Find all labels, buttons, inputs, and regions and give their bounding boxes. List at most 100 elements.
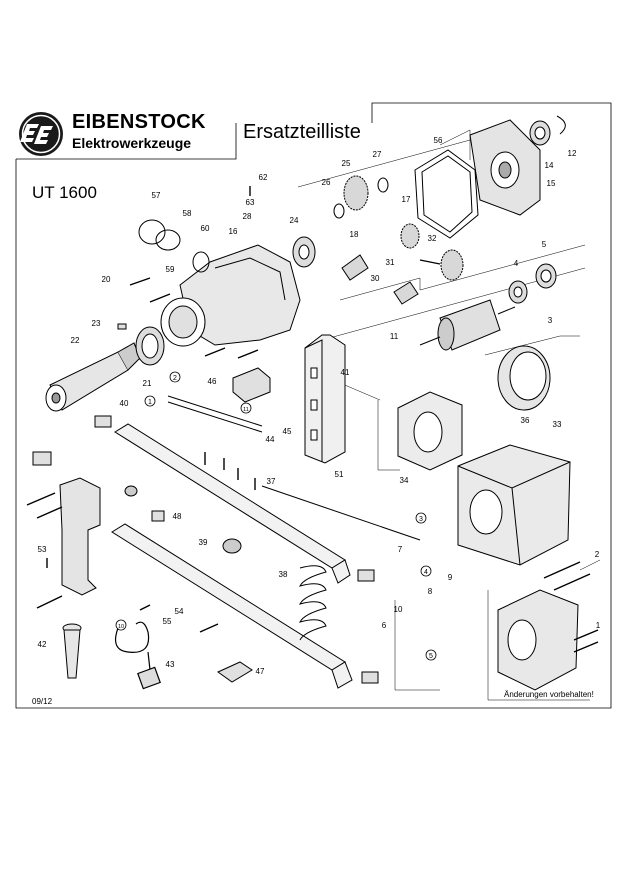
brand-name: EIBENSTOCK [72,111,206,133]
part-label-42: 42 [38,640,47,649]
part-label-41: 41 [341,368,350,377]
circled-label-2: 2 [173,375,177,382]
part-label-45: 45 [283,427,292,436]
circled-label-4: 4 [424,569,428,576]
part-label-26: 26 [322,178,331,187]
circled-marker-1 [144,395,156,407]
part-label-54: 54 [175,607,184,616]
part-label-59: 59 [166,265,175,274]
part-label-20: 20 [102,275,111,284]
part-label-17: 17 [402,195,411,204]
part-label-40: 40 [120,399,129,408]
part-label-14: 14 [545,161,554,170]
part-number-labels: 1234567891011121415161718202122232425262… [38,136,601,676]
print-date: 09/12 [32,697,53,706]
circled-label-1: 1 [148,399,152,406]
small-parts [32,323,379,684]
part-label-25: 25 [342,159,351,168]
bearing-ring-part [135,326,165,366]
circled-label-11: 11 [243,407,249,413]
circled-label-5: 5 [429,653,433,660]
part-label-60: 60 [201,224,210,233]
page-title: Ersatzteilliste [243,121,361,143]
brand-subtitle: Elektrowerkzeuge [72,135,192,151]
gearbox-housing-part [160,244,301,347]
part-label-39: 39 [199,538,208,547]
part-label-16: 16 [229,227,238,236]
part-label-48: 48 [173,512,182,521]
part-label-2: 2 [595,550,600,559]
part-label-33: 33 [553,420,562,429]
part-label-58: 58 [183,209,192,218]
part-label-62: 62 [259,173,268,182]
part-label-63: 63 [246,198,255,207]
part-label-56: 56 [434,136,443,145]
stator-part [397,391,463,471]
part-label-28: 28 [243,212,252,221]
part-label-27: 27 [373,150,382,159]
circled-marker-11 [240,402,252,414]
part-label-46: 46 [208,377,217,386]
spindle-part [45,342,141,412]
spring-part [299,565,327,641]
flange-part [469,119,541,216]
washers [124,115,566,554]
circled-marker-3 [415,512,427,524]
part-label-38: 38 [279,570,288,579]
motor-housing-part [457,444,571,566]
part-label-1: 1 [596,621,601,630]
model-name: UT 1600 [32,183,97,202]
gears [341,175,464,305]
circled-marker-5 [425,649,437,661]
grip-part [59,477,101,596]
disclaimer-note: Änderungen vorbehalten! [504,690,594,699]
part-label-24: 24 [290,216,299,225]
part-label-43: 43 [166,660,175,669]
part-label-51: 51 [335,470,344,479]
part-label-12: 12 [568,149,577,158]
fan-ring-part [497,345,551,411]
part-label-37: 37 [267,477,276,486]
part-label-34: 34 [400,476,409,485]
part-label-6: 6 [382,621,387,630]
part-label-31: 31 [386,258,395,267]
part-label-4: 4 [514,259,519,268]
wires [167,395,421,541]
part-label-36: 36 [521,416,530,425]
part-label-3: 3 [548,316,553,325]
armature-part [419,299,516,351]
part-label-5: 5 [542,240,547,249]
circled-label-10: 10 [118,624,124,630]
screws [26,186,599,653]
handle-frame-part [111,423,353,689]
side-handle-part [62,623,82,679]
frame-lines [15,102,612,709]
part-label-18: 18 [350,230,359,239]
motor-cover-part [497,589,579,691]
circled-marker-2 [169,371,181,383]
part-label-23: 23 [92,319,101,328]
part-label-15: 15 [547,179,556,188]
part-label-47: 47 [256,667,265,676]
part-label-11: 11 [390,332,399,341]
part-label-30: 30 [371,274,380,283]
part-label-21: 21 [143,379,152,388]
part-label-57: 57 [152,191,161,200]
bearings [292,120,557,304]
part-label-22: 22 [71,336,80,345]
part-label-53: 53 [38,545,47,554]
part-label-32: 32 [428,234,437,243]
circled-marker-10 [115,619,127,631]
switch-housing-part [304,334,346,464]
circled-marker-4 [420,565,432,577]
gasket-part [414,149,479,239]
part-label-10: 10 [394,605,403,614]
part-label-55: 55 [163,617,172,626]
eibenstock-logo-icon [19,112,63,156]
part-label-8: 8 [428,587,433,596]
part-label-44: 44 [266,435,275,444]
circled-label-3: 3 [419,516,423,523]
part-label-9: 9 [448,573,453,582]
